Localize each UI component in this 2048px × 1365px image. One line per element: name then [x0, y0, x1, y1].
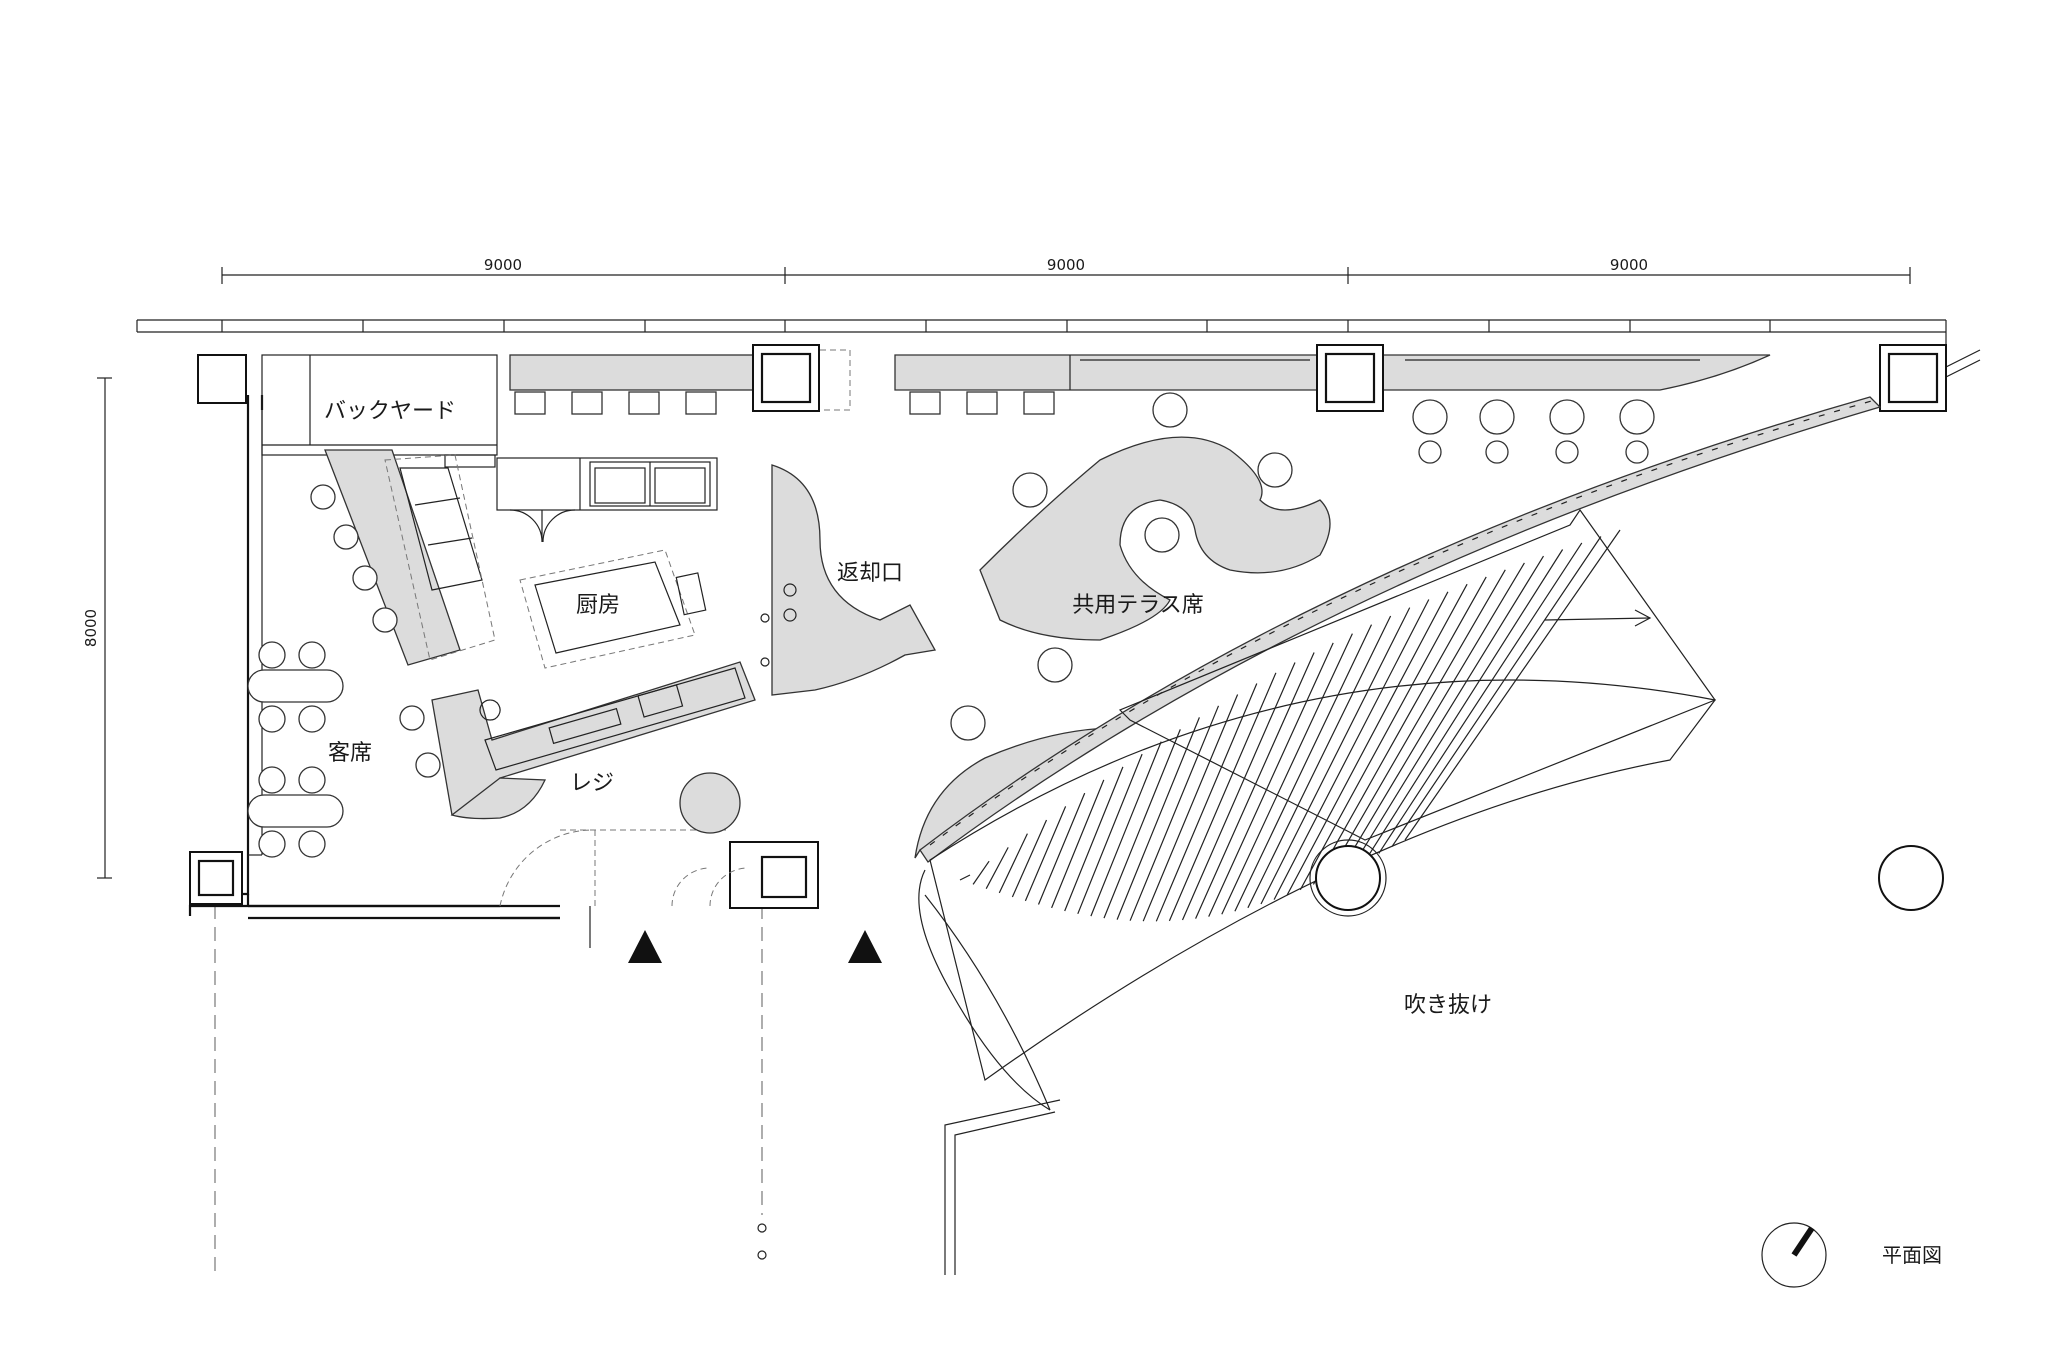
round-column-1 — [1315, 845, 1381, 911]
drawing-title: 平面図 — [1882, 1243, 1942, 1267]
dimension-label-1: 9000 — [484, 256, 522, 274]
round-column-2 — [1878, 845, 1944, 911]
room-label-return-counter: 返却口 — [837, 561, 903, 586]
return-counter — [771, 464, 937, 696]
round-column-1-ring — [1309, 839, 1387, 917]
kitchen-counters — [444, 454, 718, 543]
register-round-table — [679, 772, 741, 834]
stair-tread — [1286, 591, 1449, 896]
planter-strip — [919, 396, 1882, 863]
room-label-shared-terrace: 共用テラス席 — [1072, 593, 1204, 618]
room-label-kitchen: 厨房 — [576, 593, 620, 618]
stair-tread — [1299, 583, 1468, 891]
stair-tread — [1234, 624, 1373, 912]
stair-tread — [959, 874, 971, 881]
entrance-arrow-1 — [628, 930, 662, 963]
stair-tread — [1168, 672, 1277, 922]
stairs — [924, 508, 1717, 1111]
stair-tread — [1155, 683, 1258, 922]
stair-tread — [1312, 576, 1487, 885]
stair-tread — [1195, 652, 1315, 919]
front-counter — [431, 661, 756, 820]
room-label-atrium: 吹き抜け — [1404, 993, 1492, 1018]
stair-tread — [1325, 569, 1506, 879]
kitchen-diagonal-counter — [324, 449, 496, 666]
entrance-doors — [499, 829, 749, 948]
room-label-backyard: バックヤード — [324, 399, 456, 424]
stair-tread — [1273, 599, 1430, 900]
room-label-seating: 客席 — [328, 741, 372, 766]
stair-tread — [972, 860, 990, 885]
stair-tread — [1404, 529, 1621, 841]
stair-tread — [1378, 542, 1583, 854]
stair-tread — [1051, 779, 1105, 909]
stair-tread — [1221, 633, 1353, 915]
stair-tread — [985, 847, 1009, 889]
stair-tread — [1208, 642, 1334, 917]
stair-tread — [1090, 741, 1162, 917]
dimension-lines — [97, 267, 1911, 879]
stair-tread — [1142, 694, 1239, 922]
stair-tread — [1116, 717, 1200, 920]
stair-tread — [1352, 555, 1545, 867]
stair-tread — [1024, 806, 1067, 902]
stair-tread — [1064, 766, 1124, 912]
stair-tread — [1037, 792, 1086, 905]
stair-tread — [1247, 615, 1392, 909]
bar-stools — [310, 391, 1055, 778]
stair-tread — [1077, 753, 1143, 915]
shop-walls — [188, 354, 560, 920]
stair-tread — [1181, 662, 1296, 921]
stair-tread — [1260, 607, 1411, 905]
stair-tread — [1103, 729, 1181, 919]
stair-tread — [1365, 549, 1564, 861]
room-label-register: レジ — [570, 771, 614, 796]
structural-columns — [189, 344, 1947, 909]
grid-markers — [757, 613, 770, 1260]
dimension-label-2: 9000 — [1047, 256, 1085, 274]
stair-tread — [998, 833, 1028, 894]
dimension-label-vertical: 8000 — [82, 609, 100, 647]
kitchen-island — [519, 549, 707, 669]
top-facade-rail — [136, 319, 1981, 378]
north-arrow-icon — [1761, 1222, 1827, 1288]
stair-tread — [1339, 562, 1525, 873]
stair-tread — [1129, 705, 1220, 921]
seating-tables — [247, 641, 344, 858]
atrium-edge — [918, 869, 1061, 1275]
entrance-arrow-2 — [848, 930, 882, 963]
stair-tread — [1011, 819, 1048, 898]
shared-terrace — [914, 392, 1655, 859]
stair-tread — [1391, 536, 1602, 848]
dimension-label-3: 9000 — [1610, 256, 1648, 274]
